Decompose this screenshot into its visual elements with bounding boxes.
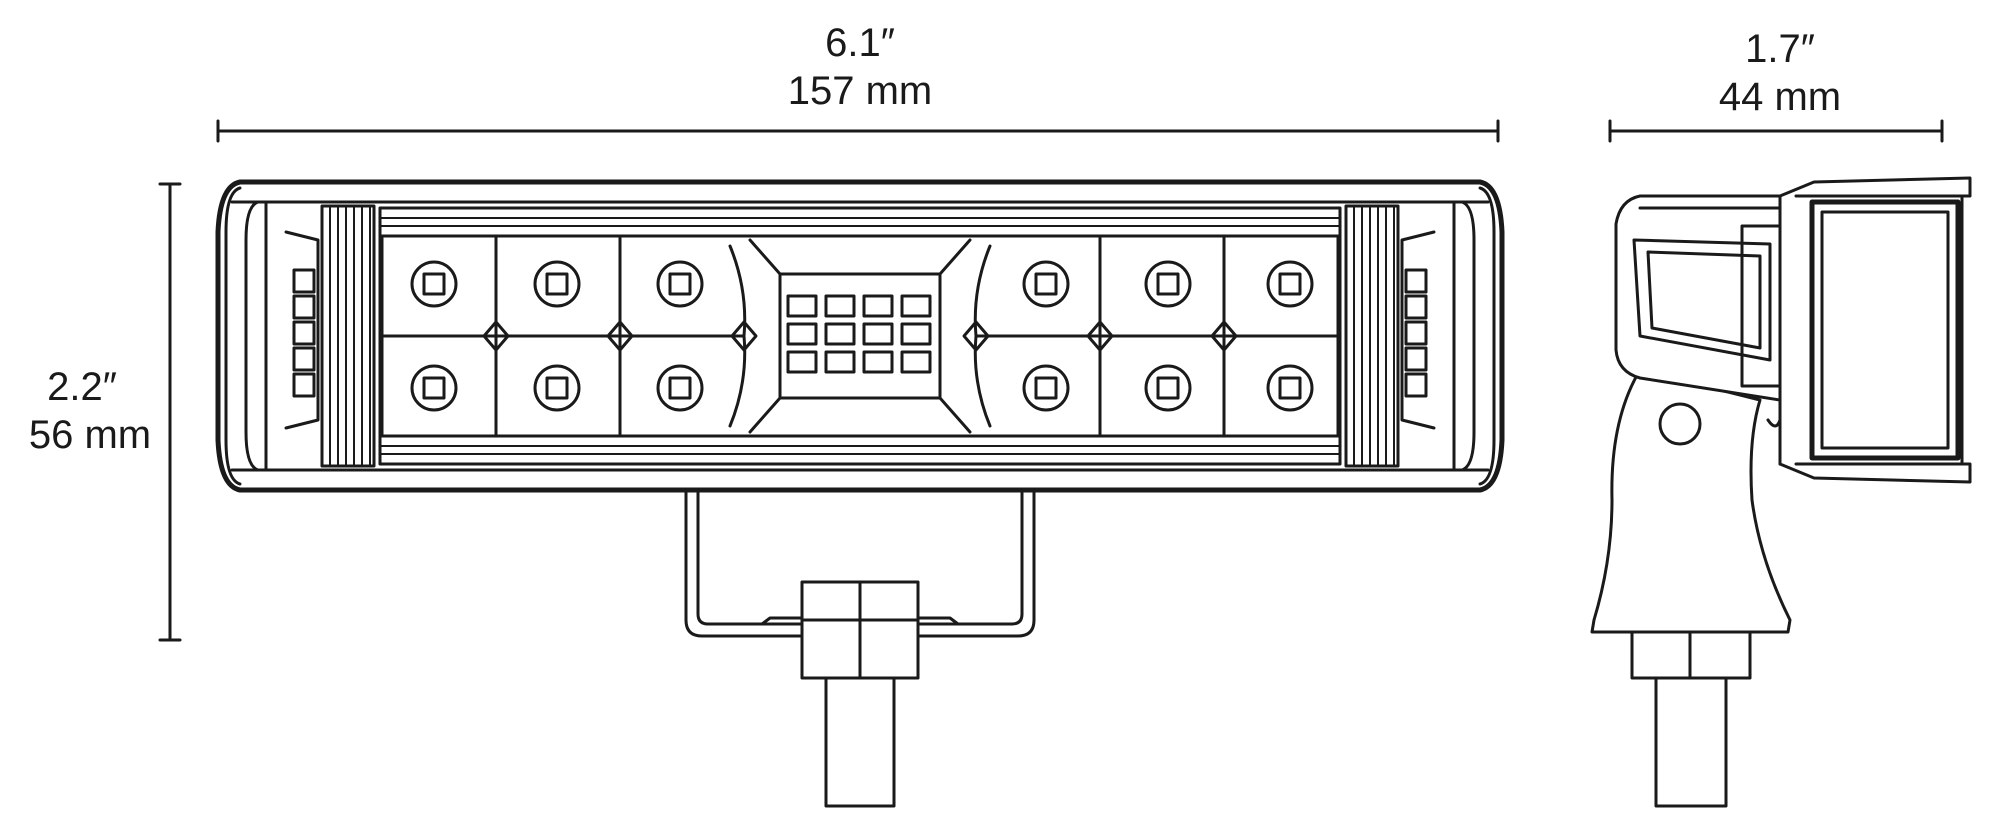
led-emitter	[656, 260, 704, 308]
front-housing	[215, 179, 1505, 493]
front-width-metric-label: 157 mm	[788, 69, 933, 113]
side-depth-metric-label: 44 mm	[1719, 75, 1841, 119]
side-mount-bracket	[1590, 368, 1792, 634]
led-emitter	[410, 364, 458, 412]
side-mount-bolt	[1630, 630, 1752, 808]
right-led-array	[962, 234, 1340, 438]
side-depth-imperial-label: 1.7″	[1745, 27, 1815, 71]
led-emitter	[533, 260, 581, 308]
led-emitter	[1266, 260, 1314, 308]
left-led-array	[380, 234, 758, 438]
height-metric-label: 56 mm	[29, 413, 151, 457]
led-emitter	[656, 364, 704, 412]
led-emitter	[1022, 364, 1070, 412]
front-view	[215, 179, 1505, 808]
side-lens-face	[1778, 176, 1972, 484]
led-emitter	[1144, 260, 1192, 308]
height-dimension-line	[158, 182, 182, 642]
front-width-imperial-label: 6.1″	[825, 21, 895, 65]
center-led-module	[748, 238, 972, 434]
led-emitter	[533, 364, 581, 412]
height-imperial-label: 2.2″	[47, 365, 117, 409]
front-left-endcap	[264, 200, 376, 472]
led-emitter	[1144, 364, 1192, 412]
led-emitter	[410, 260, 458, 308]
led-emitter	[1022, 260, 1070, 308]
front-mount-bracket	[684, 486, 1036, 808]
led-emitter	[1266, 364, 1314, 412]
side-depth-dimension-line	[1608, 119, 1944, 143]
front-width-dimension-line	[216, 119, 1500, 143]
front-right-endcap	[1344, 200, 1456, 472]
side-view	[1590, 176, 1972, 808]
